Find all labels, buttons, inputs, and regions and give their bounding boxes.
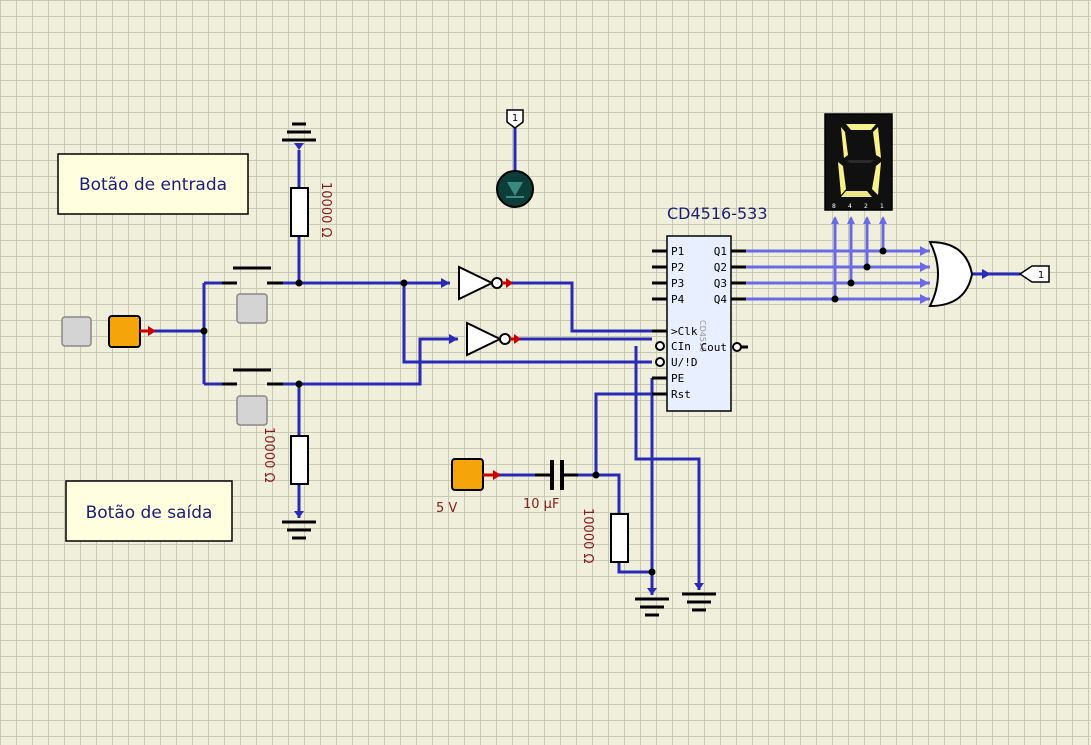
display-pin-labels: 8 4 2 1 [832, 203, 884, 210]
display-pin-2: 2 [864, 203, 868, 210]
ground-middle [282, 511, 316, 540]
chip-pin-q2: Q2 [714, 261, 727, 274]
ground-top [282, 122, 316, 150]
resistor-top[interactable]: 10000 Ω [290, 182, 333, 237]
chip-right-pin-stubs [731, 249, 748, 352]
chip-pin-q3: Q3 [714, 277, 727, 290]
note-input-button-text: Botão de entrada [79, 175, 227, 195]
chip-pin-p4: P4 [671, 293, 685, 306]
input-source[interactable] [108, 315, 156, 348]
chip-pin-updown: U/!D [671, 356, 698, 369]
display-pin-8: 8 [832, 203, 836, 210]
resistor-bottom-value: 10000 Ω [580, 508, 595, 563]
capacitor[interactable]: 10 µF [523, 460, 578, 512]
note-input-button[interactable]: Botão de entrada [57, 153, 249, 215]
display-digit-segments [838, 124, 881, 197]
input-toggle-switch[interactable] [61, 316, 92, 347]
probe-right[interactable]: 1 [1018, 265, 1050, 283]
inverter-2[interactable] [449, 321, 521, 357]
chip-part-watermark: CD4516 [698, 320, 707, 352]
reset-source[interactable]: 5 V [436, 458, 501, 516]
probe-top-value: 1 [512, 113, 518, 124]
chip-pin-p1: P1 [671, 245, 684, 258]
chip-pin-cout: Cout [701, 341, 728, 354]
push-button-top[interactable] [222, 266, 283, 324]
chip-pin-p2: P2 [671, 261, 684, 274]
led-indicator[interactable] [496, 170, 534, 208]
probe-top[interactable]: 1 [506, 109, 524, 129]
seven-segment-display[interactable]: 8 4 2 1 [824, 113, 893, 224]
junction-dots [200, 247, 887, 576]
chip-pin-clk: >Clk [671, 325, 698, 338]
or-gate[interactable] [920, 240, 991, 308]
chip-pin-q1: Q1 [714, 245, 727, 258]
note-output-button-text: Botão de saída [86, 503, 213, 523]
chip-cd4516[interactable]: CD4516-533 CD4516 P1 P2 P3 P4 >Clk CIn U… [652, 204, 768, 412]
resistor-middle[interactable]: 10000 Ω [261, 427, 309, 485]
reset-source-value: 5 V [436, 501, 457, 516]
resistor-bottom[interactable]: 10000 Ω [580, 508, 629, 563]
chip-pin-p3: P3 [671, 277, 684, 290]
note-output-button[interactable]: Botão de saída [65, 480, 233, 542]
chip-pin-cin: CIn [671, 340, 691, 353]
chip-pin-q4: Q4 [714, 293, 728, 306]
ground-updown [682, 583, 716, 612]
capacitor-value: 10 µF [523, 497, 559, 512]
inverter-1[interactable] [441, 265, 513, 301]
ground-reset [635, 588, 669, 617]
chip-pin-pe: PE [671, 372, 684, 385]
resistor-middle-value: 10000 Ω [261, 427, 276, 482]
resistor-top-value: 10000 Ω [318, 182, 333, 237]
push-button-bottom[interactable] [222, 368, 283, 426]
chip-left-pin-stubs [652, 249, 667, 396]
probe-right-value: 1 [1038, 270, 1044, 281]
display-pin-1: 1 [880, 203, 884, 210]
chip-pin-rst: Rst [671, 388, 691, 401]
display-pin-4: 4 [848, 203, 852, 210]
chip-title: CD4516-533 [667, 204, 768, 223]
